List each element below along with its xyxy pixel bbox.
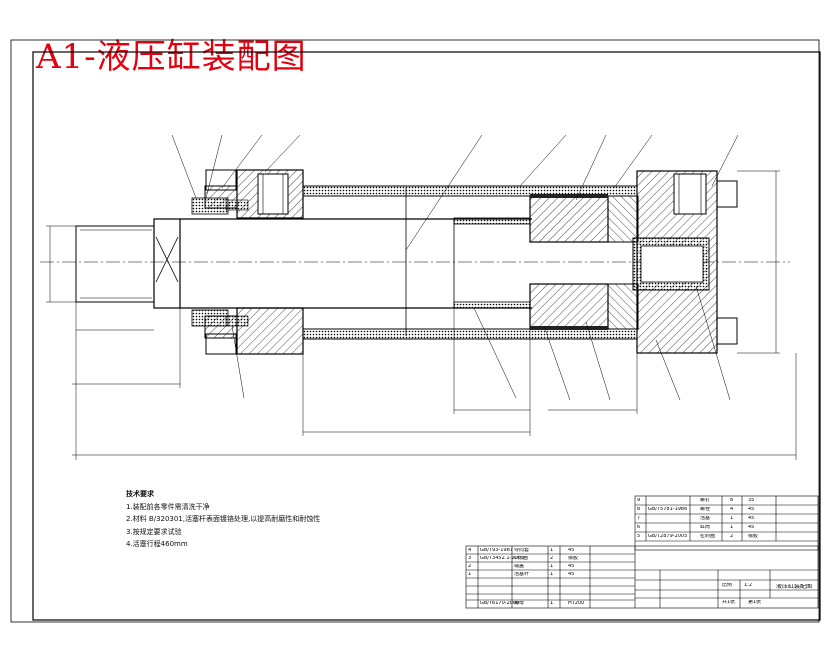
note-item: 3.按规定要求试验 [126,527,182,536]
spacer-tube [453,217,531,309]
part-material: 45 [568,548,575,553]
part-name: 活塞杆 [514,572,530,577]
part-code: GB/T5781-1986 [648,507,688,512]
sheet-number: 第1张 [748,600,762,605]
part-no: 5 [637,534,641,539]
part-qty: 4 [730,507,734,512]
rod-end-thread [75,225,155,303]
part-code: GB/T2879-2005 [648,534,688,539]
part-code: GB/T6170-2000 [480,601,520,606]
part-material: HT200 [568,601,585,606]
part-name: O形圈 [514,556,528,561]
part-no: 6 [637,525,641,530]
part-material: 45 [568,564,575,569]
rod-end-hex [153,218,181,309]
part-qty: 1 [550,572,554,577]
part-name: 螺栓 [700,507,711,512]
note-item: 2.材料 B/320301,活塞杆表面镀铬处理,以提高耐磨性和耐蚀性 [126,515,321,523]
part-material: 45 [748,525,755,530]
part-name: 缸筒 [700,525,711,530]
part-material: 45 [748,507,755,512]
part-name: 端盖 [514,564,525,569]
part-qty: 1 [550,564,554,569]
part-no: 9 [637,498,641,503]
part-material: 45 [748,516,755,521]
part-code: GB/T3452.1-2005 [480,556,525,561]
title-block-grid [465,495,819,609]
part-name: 螺钉 [700,498,711,503]
part-material: 45 [568,572,575,577]
part-qty: 2 [550,556,554,561]
drawing-name: 液压缸装配图 [776,584,813,590]
part-no: 1 [468,572,472,577]
part-qty: 1 [730,516,734,521]
part-no: 3 [468,556,472,561]
notes-heading: 技术要求 [126,490,154,498]
part-code: GB/T93-1987 [480,548,513,553]
part-no: 7 [637,516,641,521]
leader-lines [171,134,739,401]
rear-end-cap [632,170,738,354]
part-no: 8 [637,507,641,512]
part-material: 橡胶 [748,534,759,539]
part-qty: 2 [730,534,734,539]
scale-label: 比例 [722,583,733,588]
note-item: 1.装配前各零件需清洗干净 [126,502,210,511]
part-no: 2 [468,564,472,569]
part-qty: 8 [730,498,734,503]
part-no: 4 [468,548,472,553]
technical-notes: 技术要求 1.装配前各零件需清洗干净 2.材料 B/320301,活塞杆表面镀铬… [126,488,320,551]
part-qty: 1 [550,548,554,553]
inner-border [32,51,821,621]
part-qty: 1 [550,601,554,606]
piston [529,194,639,330]
dimension-lines [46,170,797,460]
part-name: 密封圈 [700,534,716,539]
drawing-title: A1-液压缸装配图 [36,37,307,77]
outer-border [10,39,820,623]
part-material: 橡胶 [568,556,579,561]
note-item: 4.活塞行程460mm [126,540,188,548]
part-qty: 1 [730,525,734,530]
scale-value: 1:2 [744,583,753,588]
front-end-cap [225,169,304,355]
part-name: 导向套 [514,548,530,553]
part-material: 35 [748,498,755,503]
sheet-count: 共1张 [722,600,736,605]
part-name: 活塞 [700,516,711,521]
part-name: 螺母 [514,601,525,606]
